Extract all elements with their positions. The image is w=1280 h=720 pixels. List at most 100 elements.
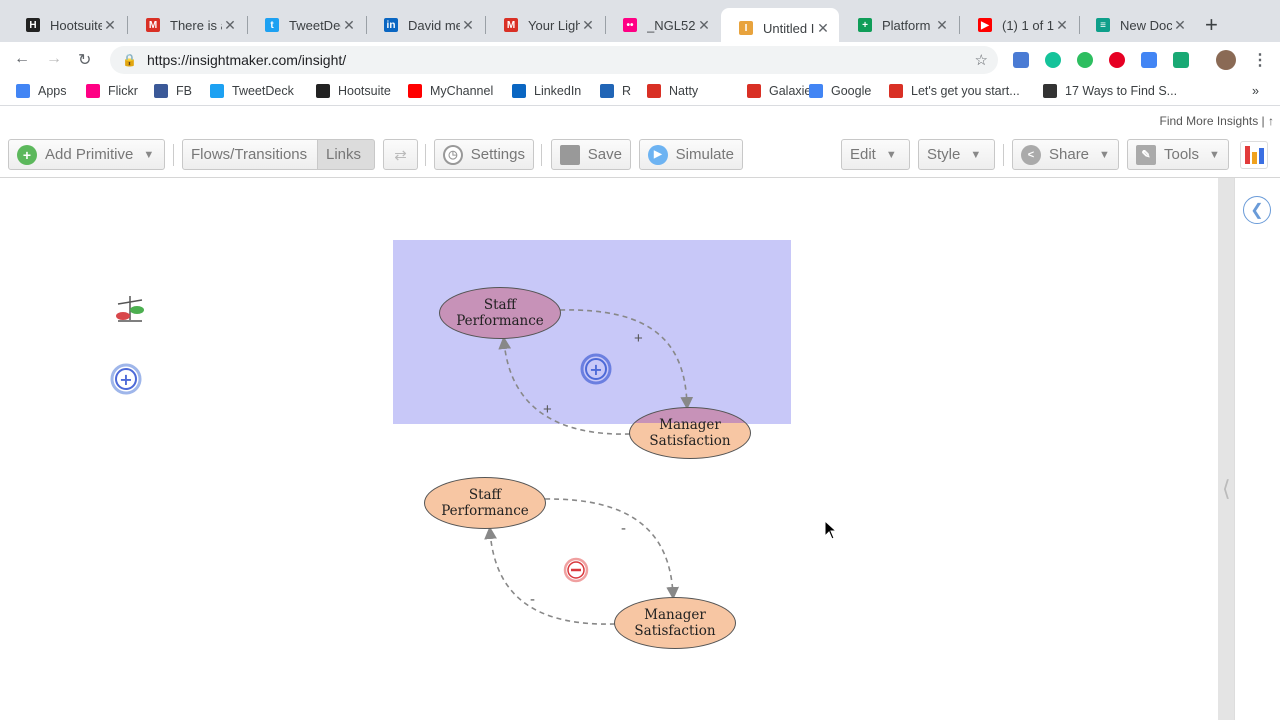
share-menu-button[interactable]: < Share ▼ xyxy=(1012,139,1119,170)
variable-label: Staff Performance xyxy=(441,487,529,519)
style-menu-button[interactable]: Style ▼ xyxy=(918,139,995,170)
browser-tab[interactable]: ••_NGL528✕ xyxy=(605,8,720,42)
tab-close-icon[interactable]: ✕ xyxy=(817,19,829,36)
bookmark-item[interactable]: Galaxies xyxy=(747,84,818,98)
save-button[interactable]: Save xyxy=(551,139,631,170)
tab-close-icon[interactable]: ✕ xyxy=(343,16,355,33)
variable-label: Manager Satisfaction xyxy=(634,607,716,639)
links-button[interactable]: Links xyxy=(317,139,375,170)
tab-close-icon[interactable]: ✕ xyxy=(936,16,948,33)
bookmark-item[interactable]: R xyxy=(600,84,631,98)
causal-links xyxy=(484,309,694,625)
settings-button[interactable]: ◷ Settings xyxy=(434,139,534,170)
canvas-scrollbar[interactable] xyxy=(1218,178,1234,720)
link-manager-to-staff-2[interactable] xyxy=(484,526,616,625)
panel-resize-handle[interactable]: ⟨ xyxy=(1222,476,1231,501)
bookmark-favicon-icon xyxy=(16,84,30,98)
tab-favicon-icon: I xyxy=(739,21,753,35)
variable-manager-satisfaction[interactable]: Manager Satisfaction xyxy=(629,407,751,459)
back-icon[interactable]: ← xyxy=(14,50,30,67)
pinterest-extension-icon[interactable] xyxy=(1109,52,1125,68)
bookmark-item[interactable]: Hootsuite xyxy=(316,84,391,98)
browser-tab[interactable]: tTweetDec✕ xyxy=(247,8,365,42)
balance-scale-icon[interactable] xyxy=(112,290,148,326)
tab-close-icon[interactable]: ✕ xyxy=(462,16,474,33)
edit-label: Edit xyxy=(850,146,876,163)
tab-title: Your Ligh xyxy=(528,17,580,33)
shield-extension-icon[interactable] xyxy=(1013,52,1029,68)
tab-separator xyxy=(485,16,486,34)
link-staff-to-manager-1[interactable] xyxy=(559,309,694,410)
bookmark-item[interactable]: Google xyxy=(809,84,871,98)
tab-close-icon[interactable]: ✕ xyxy=(582,16,594,33)
feedly-extension-icon[interactable] xyxy=(1173,52,1189,68)
tab-favicon-icon: + xyxy=(858,18,872,32)
toolbar-divider xyxy=(1003,144,1004,166)
browser-tab[interactable]: +Platform I✕ xyxy=(840,8,958,42)
link-staff-to-manager-2[interactable] xyxy=(544,498,680,600)
settings-label: Settings xyxy=(470,146,525,163)
bookmark-item[interactable]: FB xyxy=(154,84,192,98)
reload-icon[interactable]: ↻ xyxy=(78,52,92,69)
add-primitive-button[interactable]: + Add Primitive ▼ xyxy=(8,139,165,170)
more-bookmarks-icon[interactable]: » xyxy=(1252,84,1259,98)
tab-close-icon[interactable]: ✕ xyxy=(224,16,236,33)
url-text: https://insightmaker.com/insight/ xyxy=(146,52,347,68)
bookmark-item[interactable]: MyChannel xyxy=(408,84,493,98)
tools-menu-button[interactable]: ✎ Tools ▼ xyxy=(1127,139,1229,170)
add-primitive-label: Add Primitive xyxy=(45,146,134,163)
forward-icon[interactable]: → xyxy=(46,50,62,67)
browser-tab[interactable]: ≡New Doc✕ xyxy=(1078,8,1196,42)
tab-separator xyxy=(605,16,606,34)
bookmark-label: Let's get you start... xyxy=(911,84,1020,98)
bookmark-label: Apps xyxy=(38,84,67,98)
new-tab-button[interactable]: + xyxy=(1205,12,1218,37)
browser-menu-icon[interactable]: ⋮ xyxy=(1252,52,1268,69)
link-manager-to-staff-1[interactable] xyxy=(498,336,631,435)
tab-close-icon[interactable]: ✕ xyxy=(1174,16,1186,33)
expand-panel-button[interactable]: ❮ xyxy=(1243,196,1271,224)
browser-tab[interactable]: I Untitled I✕ xyxy=(721,8,839,48)
grammarly-extension-icon[interactable] xyxy=(1045,52,1061,68)
reinforcing-loop-palette-icon[interactable]: + xyxy=(108,361,144,397)
bookmark-item[interactable]: TweetDeck xyxy=(210,84,294,98)
insightmaker-logo-icon[interactable] xyxy=(1240,141,1268,169)
bookmark-item[interactable]: LinkedIn xyxy=(512,84,581,98)
bookmark-item[interactable]: Natty xyxy=(647,84,698,98)
bookmark-favicon-icon xyxy=(210,84,224,98)
reinforcing-loop-icon[interactable]: + xyxy=(578,351,614,387)
balancing-loop-icon[interactable] xyxy=(562,556,590,584)
bookmark-item[interactable]: 17 Ways to Find S... xyxy=(1043,84,1177,98)
bookmark-item[interactable]: Apps xyxy=(16,84,67,98)
variable-staff-performance[interactable]: Staff Performance xyxy=(439,287,561,339)
bookmark-item[interactable]: Let's get you start... xyxy=(889,84,1020,98)
browser-tab[interactable]: M There is a✕ xyxy=(128,8,246,42)
tab-favicon-icon: M xyxy=(146,18,160,32)
style-label: Style xyxy=(927,146,961,163)
tab-title: Untitled I xyxy=(763,20,815,36)
plus-icon: + xyxy=(17,144,37,165)
calendar-extension-icon[interactable] xyxy=(1141,52,1157,68)
profile-avatar[interactable] xyxy=(1216,50,1236,70)
tab-separator xyxy=(127,16,128,34)
tab-title: There is a xyxy=(170,17,222,33)
address-bar[interactable]: 🔒 https://insightmaker.com/insight/ ☆ xyxy=(110,46,998,74)
evernote-extension-icon[interactable] xyxy=(1077,52,1093,68)
variable-staff-performance[interactable]: Staff Performance xyxy=(424,477,546,529)
tab-close-icon[interactable]: ✕ xyxy=(104,16,116,33)
variable-manager-satisfaction[interactable]: Manager Satisfaction xyxy=(614,597,736,649)
bookmark-item[interactable]: Flickr xyxy=(86,84,138,98)
simulate-button[interactable]: ▶ Simulate xyxy=(639,139,743,170)
browser-tab[interactable]: ▶(1) 1 of 1✕ xyxy=(960,8,1078,42)
bookmark-label: Google xyxy=(831,84,872,98)
bookmark-label: 17 Ways to Find S... xyxy=(1065,84,1178,98)
edit-menu-button[interactable]: Edit ▼ xyxy=(841,139,910,170)
swap-direction-button[interactable]: ⇄ xyxy=(383,139,418,170)
bookmark-star-icon[interactable]: ☆ xyxy=(974,52,988,69)
tab-close-icon[interactable]: ✕ xyxy=(698,16,710,33)
find-more-insights-link[interactable]: Find More Insights | ↑ xyxy=(1159,114,1275,128)
tab-close-icon[interactable]: ✕ xyxy=(1056,16,1068,33)
